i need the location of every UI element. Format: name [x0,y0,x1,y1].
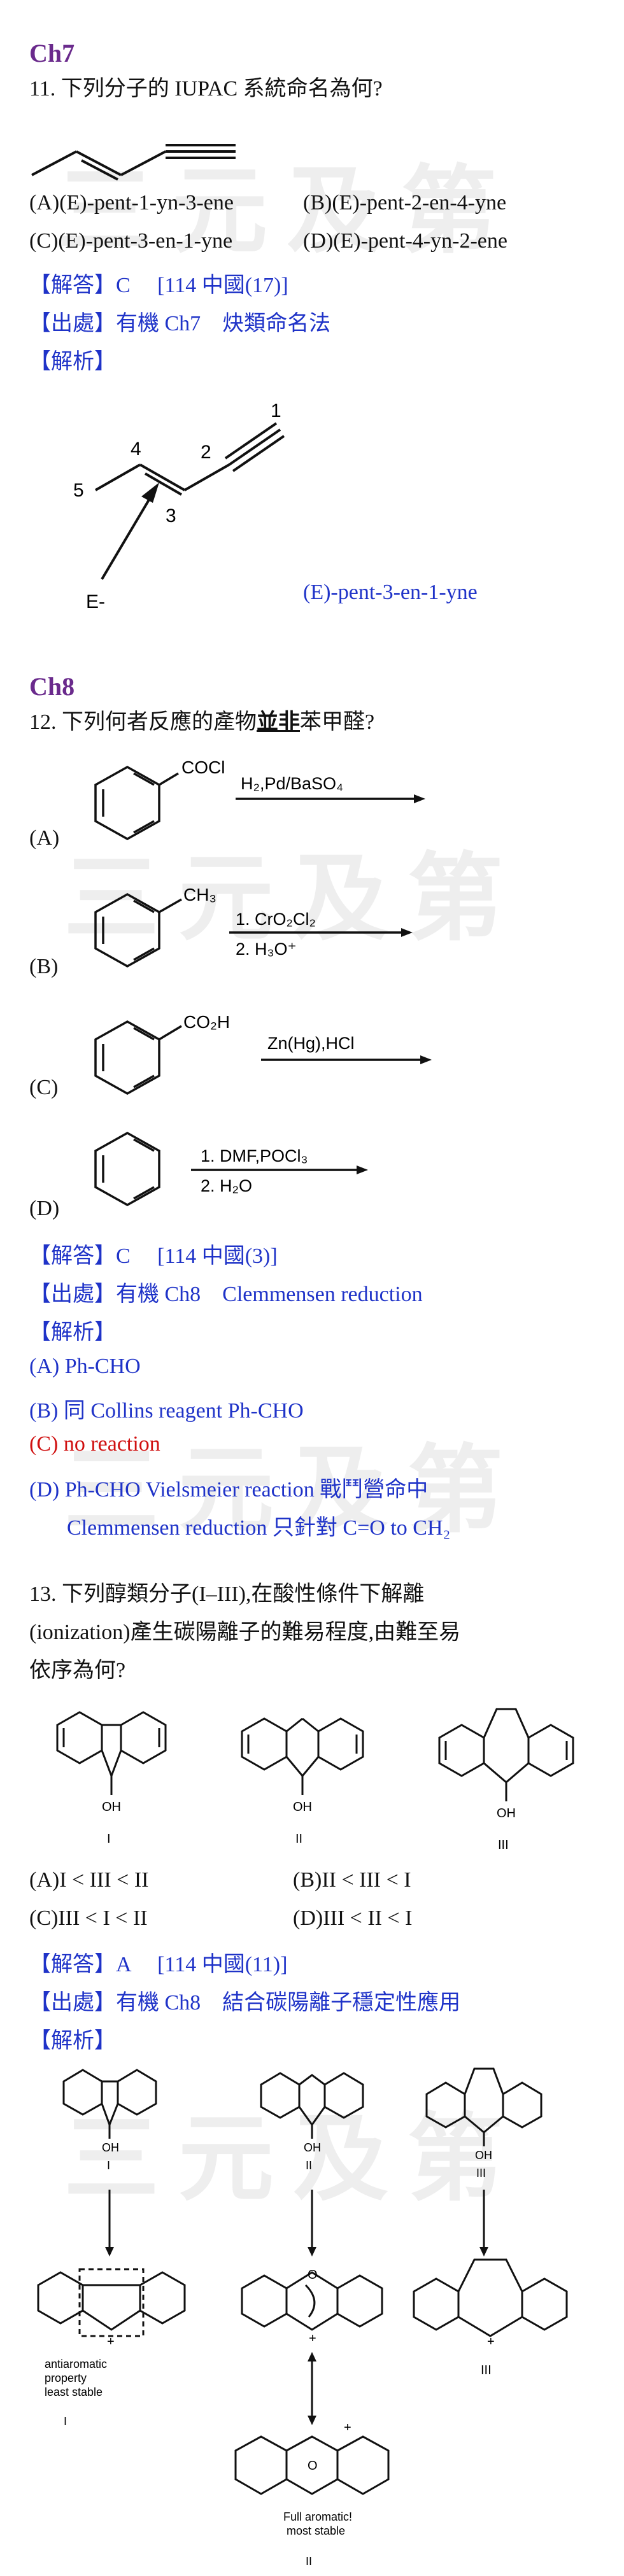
analysis-ii-label: II [306,2159,312,2172]
q12-line-d2: Clemmensen reduction 只針對 C=O to CH₂ [67,1516,451,1540]
label-c5: 5 [73,480,84,501]
q11-result: (E)-pent-3-en-1-yne [303,581,478,604]
analysis-iii-label: III [476,2167,486,2179]
q12-label-b: (B) [29,955,59,978]
label-c4: 4 [131,439,141,460]
ch8-heading: Ch8 [29,672,75,701]
q12-d-reagent2: 2. H₂O [201,1176,252,1195]
mol-ii-oh: OH [293,1800,312,1814]
q12-analysis: 【解析】 [29,1321,116,1344]
bottom-o: O [308,2459,318,2473]
q11-numbered-structure: 1 2 3 4 5 E- [73,400,285,611]
q11-question: 11. 下列分子的 IUPAC 系統命名為何? [29,77,383,101]
label-c2: 2 [201,442,211,463]
note-most-stable: most stable [287,2524,345,2537]
q12-reaction-a: COCl H₂,Pd/BaSO₄ [94,757,425,841]
analysis-iii-oh: OH [475,2149,492,2162]
q13-answer: 【解答】A [114 中國(11)] [29,1953,288,1976]
q11-answer: 【解答】C [114 中國(17)] [29,274,288,297]
bottom-plus: + [344,2421,351,2435]
q12-c-reagent: Zn(Hg),HCl [267,1034,355,1053]
q13-question-3: 依序為何? [29,1659,126,1682]
q12-label-c: (C) [29,1076,59,1099]
q12-reaction-c: CO₂H Zn(Hg),HCl [94,1012,432,1095]
note-least-stable: least stable [45,2386,103,2398]
q11-source: 【出處】有機 Ch7 炔類命名法 [29,312,331,335]
note-i-label: I [64,2415,67,2428]
q12-source: 【出處】有機 Ch8 Clemmensen reduction [29,1283,423,1306]
q12-a-group: COCl [181,757,225,777]
q11-option-b: (B)(E)-pent-2-en-4-yne [303,191,507,215]
q12-line-a: (A) Ph-CHO [29,1355,141,1378]
q12-a-reagent: H₂,Pd/BaSO₄ [241,774,343,793]
cation-iii-plus: + [487,2335,495,2349]
cation-i-plus: + [107,2335,115,2349]
q12-reaction-d: 1. DMF,POCl₃ 2. H₂O [94,1131,368,1207]
analysis-i-oh: OH [102,2141,119,2154]
mol-i-oh: OH [102,1800,121,1814]
mol-iii-label: III [498,1838,509,1852]
q11-analysis: 【解析】 [29,350,116,374]
q12-b-reagent2: 2. H₃O⁺ [236,940,297,959]
note-antiaromatic: antiaromatic [45,2358,107,2370]
mol-ii-label: II [295,1832,302,1846]
q12-answer: 【解答】C [114 中國(3)] [29,1244,278,1268]
analysis-ii-oh: OH [304,2141,321,2154]
watermark: 三元及第 [64,1435,523,1546]
q11-option-c: (C)(E)-pent-3-en-1-yne [29,229,233,253]
q13-analysis-diagram: OH I OH II OH III + O + + III antiaromat… [37,2067,568,2565]
q13-option-c: (C)III < I < II [29,1906,148,1930]
q13-question-2: (ionization)產生碳陽離子的難易程度,由難至易 [29,1621,461,1644]
q13-option-a: (A)I < III < II [29,1868,149,1892]
q12-question-post: 苯甲醛? [300,710,375,734]
q12-question-pre: 12. 下列何者反應的產物 [29,710,257,734]
mol-iii-oh: OH [497,1806,516,1820]
q12-question-emph: 並非 [257,710,300,734]
q12-line-b: (B) 同 Collins reagent Ph-CHO [29,1399,304,1423]
q12-line-d: (D) Ph-CHO Vielsmeier reaction 戰鬥營命中 [29,1478,429,1502]
cation-iii-label: III [481,2363,492,2377]
watermark: 三元及第 [64,2104,523,2214]
label-c3: 3 [166,505,176,526]
label-e: E- [86,591,105,611]
q11-option-d: (D)(E)-pent-4-yn-2-ene [303,229,507,253]
mol-i-label: I [107,1832,111,1846]
analysis-i-label: I [107,2159,110,2172]
q12-c-group: CO₂H [183,1012,230,1032]
q12-question: 12. 下列何者反應的產物並非苯甲醛? [29,703,374,742]
q13-question-1: 13. 下列醇類分子(I–III),在酸性條件下解離 [29,1582,425,1606]
note-full-aromatic: Full aromatic! [283,2510,352,2523]
q13-option-d: (D)III < II < I [293,1906,413,1930]
note-ii-label: II [306,2555,312,2565]
q12-label-a: (A) [29,826,60,850]
cation-ii-plus: + [309,2332,316,2346]
label-c1: 1 [271,400,281,421]
q12-b-group: CH₃ [183,885,216,904]
q12-line-c: (C) no reaction [29,1432,160,1456]
watermark: 三元及第 [57,156,516,267]
q13-option-b: (B)II < III < I [293,1868,411,1892]
q11-molecule [31,144,236,181]
note-property: property [45,2372,87,2384]
q13-molecules: OH I OH II OH III [56,1708,574,1852]
q12-b-reagent1: 1. CrO₂Cl₂ [236,910,316,929]
q12-d-reagent1: 1. DMF,POCl₃ [201,1146,308,1165]
cation-ii-o: O [308,2268,318,2282]
q13-source: 【出處】有機 Ch8 結合碳陽離子穩定性應用 [29,1991,461,2015]
q12-label-d: (D) [29,1197,60,1220]
q12-reaction-b: CH₃ 1. CrO₂Cl₂ 2. H₃O⁺ [94,885,413,968]
q11-option-a: (A)(E)-pent-1-yn-3-ene [29,191,234,215]
q13-analysis: 【解析】 [29,2029,116,2053]
ch7-heading: Ch7 [29,39,75,67]
